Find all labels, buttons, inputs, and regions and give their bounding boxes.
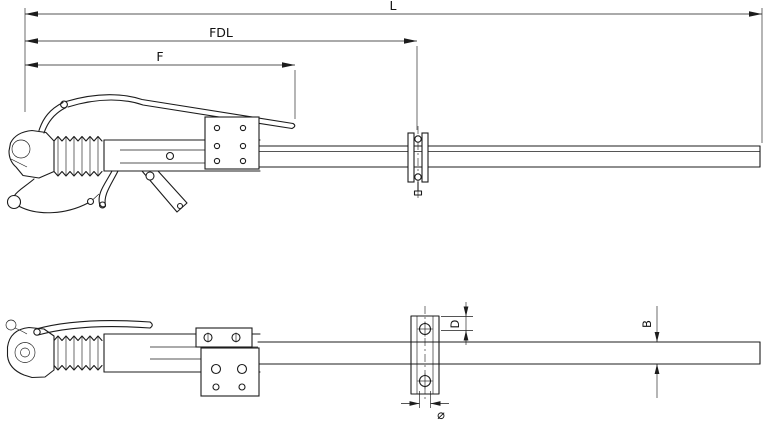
bolt-hole bbox=[239, 157, 247, 165]
dimension-label-B: B bbox=[640, 320, 654, 328]
support-bracket bbox=[141, 170, 188, 213]
top-view bbox=[5, 306, 761, 400]
arrowhead bbox=[404, 38, 417, 44]
mounting-plate-top bbox=[200, 347, 260, 397]
handle-grip bbox=[60, 100, 68, 109]
bolt-hole bbox=[213, 124, 221, 132]
arrowhead bbox=[654, 364, 660, 374]
dimension-D: D bbox=[441, 302, 473, 345]
clamp-bracket bbox=[407, 126, 429, 200]
bellows-top bbox=[53, 335, 103, 371]
dimension-B: B bbox=[640, 306, 660, 398]
pivot-bolt bbox=[165, 151, 175, 161]
bolt-hole bbox=[238, 383, 246, 391]
bolt-hole bbox=[210, 363, 222, 375]
clamp-bolt bbox=[414, 173, 422, 181]
arrowhead bbox=[25, 38, 38, 44]
handbrake-lever-top bbox=[35, 319, 151, 330]
handle-grip-top bbox=[33, 328, 41, 336]
drawbar-tube-top bbox=[257, 341, 761, 365]
damper-bracket-top bbox=[195, 327, 253, 348]
ball-socket-top bbox=[14, 342, 36, 363]
handbrake-lever bbox=[65, 94, 296, 130]
arrowhead bbox=[430, 401, 441, 406]
arrowhead bbox=[409, 401, 420, 406]
release-handle bbox=[98, 170, 119, 209]
arrowhead bbox=[749, 11, 762, 17]
dimension-L: L bbox=[24, 0, 763, 143]
arrowhead bbox=[463, 330, 469, 341]
cable-loop-top bbox=[5, 319, 17, 331]
dimension-diameter: ⌀ bbox=[401, 391, 449, 423]
coupling-head-top bbox=[5, 319, 153, 379]
dimension-label-L: L bbox=[390, 0, 397, 13]
ball-socket bbox=[11, 139, 31, 159]
bolt-hole bbox=[239, 142, 247, 150]
dimension-FDL: FDL bbox=[25, 25, 418, 130]
breakaway-cable bbox=[6, 178, 100, 214]
coupling-head bbox=[8, 100, 68, 179]
dimension-label-F: F bbox=[156, 49, 163, 64]
bolt-hole bbox=[212, 383, 220, 391]
bolt-hole bbox=[239, 124, 247, 132]
cable-end bbox=[86, 197, 95, 206]
bellows bbox=[53, 135, 103, 177]
side-view bbox=[6, 94, 761, 214]
bolt-hole bbox=[213, 142, 221, 150]
dimension-label-FDL: FDL bbox=[209, 25, 233, 40]
arrowhead bbox=[282, 62, 295, 68]
arrowhead bbox=[25, 62, 38, 68]
cable-loop bbox=[6, 194, 22, 210]
mounting-plate bbox=[204, 116, 260, 170]
bolt-hole bbox=[236, 363, 248, 375]
pivot-bolt bbox=[145, 171, 155, 181]
clamp-bolt bbox=[414, 135, 422, 143]
bolt-hole bbox=[213, 157, 221, 165]
dimension-label-D: D bbox=[448, 319, 462, 328]
dimension-label-diameter: ⌀ bbox=[437, 408, 445, 423]
arrowhead bbox=[25, 11, 38, 17]
drawbar-tube bbox=[257, 145, 761, 168]
arrowhead bbox=[654, 332, 660, 342]
dimension-F: F bbox=[25, 49, 296, 119]
clamp-nut bbox=[413, 190, 423, 196]
coupling-handle bbox=[38, 101, 64, 132]
clamp-plate-top bbox=[410, 306, 440, 400]
arrowhead bbox=[463, 306, 469, 317]
